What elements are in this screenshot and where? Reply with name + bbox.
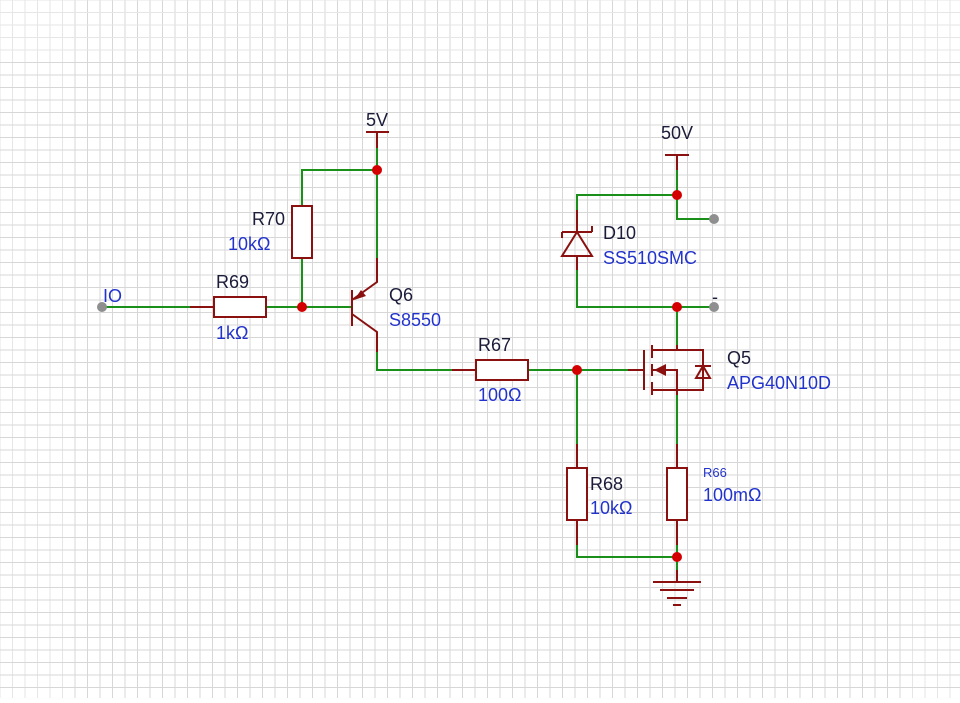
power-5v-symbol (366, 131, 389, 148)
r68-designator: R68 (590, 474, 623, 494)
net-label-50v: 50V (661, 123, 693, 143)
q6-designator: Q6 (389, 285, 413, 305)
wire-50v-port (676, 195, 714, 220)
net-label-5v: 5V (366, 110, 388, 130)
port-minus[interactable] (709, 302, 719, 312)
port-50v[interactable] (709, 214, 719, 224)
pnp-arrow-icon (354, 290, 366, 300)
resistor-r70[interactable] (291, 205, 313, 259)
resistor-r69[interactable] (190, 296, 267, 318)
junction-dot (672, 552, 682, 562)
r70-designator: R70 (252, 209, 285, 229)
body-diode-icon (694, 364, 712, 379)
r69-value: 1kΩ (216, 323, 248, 343)
q5-value: APG40N10D (727, 373, 831, 393)
port-io[interactable] (97, 302, 107, 312)
r68-value: 10kΩ (590, 498, 632, 518)
junction-dot (672, 302, 682, 312)
resistor-r68[interactable] (566, 444, 588, 545)
net-label-minus: - (712, 287, 718, 307)
wire-collector-r67 (376, 352, 452, 371)
r69-designator: R69 (216, 272, 249, 292)
junction-dot (572, 365, 582, 375)
r67-designator: R67 (478, 335, 511, 355)
junction-dot (297, 302, 307, 312)
resistor-r67[interactable] (452, 359, 529, 381)
wire-d10-drain (576, 270, 714, 308)
resistor-r66[interactable] (666, 444, 688, 545)
labels: 5V 50V IO - R70 10kΩ R69 1kΩ Q6 S8550 R6… (103, 110, 831, 518)
junction-dot (372, 165, 382, 175)
mosfet-arrow-icon (654, 364, 666, 376)
q5-designator: Q5 (727, 348, 751, 368)
r67-value: 100Ω (478, 385, 522, 405)
wire-50v-d10 (576, 155, 678, 210)
ground-symbol (653, 570, 701, 606)
ports (97, 214, 719, 312)
power-50v-symbol (665, 154, 689, 170)
d10-value: SS510SMC (603, 248, 697, 268)
junction-dot (672, 190, 682, 200)
r70-value: 10kΩ (228, 234, 270, 254)
d10-designator: D10 (603, 223, 636, 243)
r66-value: 100mΩ (703, 485, 761, 505)
wire-r68-bottom (576, 545, 677, 558)
diode-d10[interactable] (560, 210, 594, 270)
transistor-q6[interactable] (351, 258, 378, 352)
mosfet-q5[interactable] (628, 345, 712, 395)
wire-r70-top (301, 169, 377, 206)
r66-designator: R66 (703, 465, 727, 480)
junctions (297, 165, 682, 562)
q6-value: S8550 (389, 310, 441, 330)
net-label-io: IO (103, 286, 122, 306)
